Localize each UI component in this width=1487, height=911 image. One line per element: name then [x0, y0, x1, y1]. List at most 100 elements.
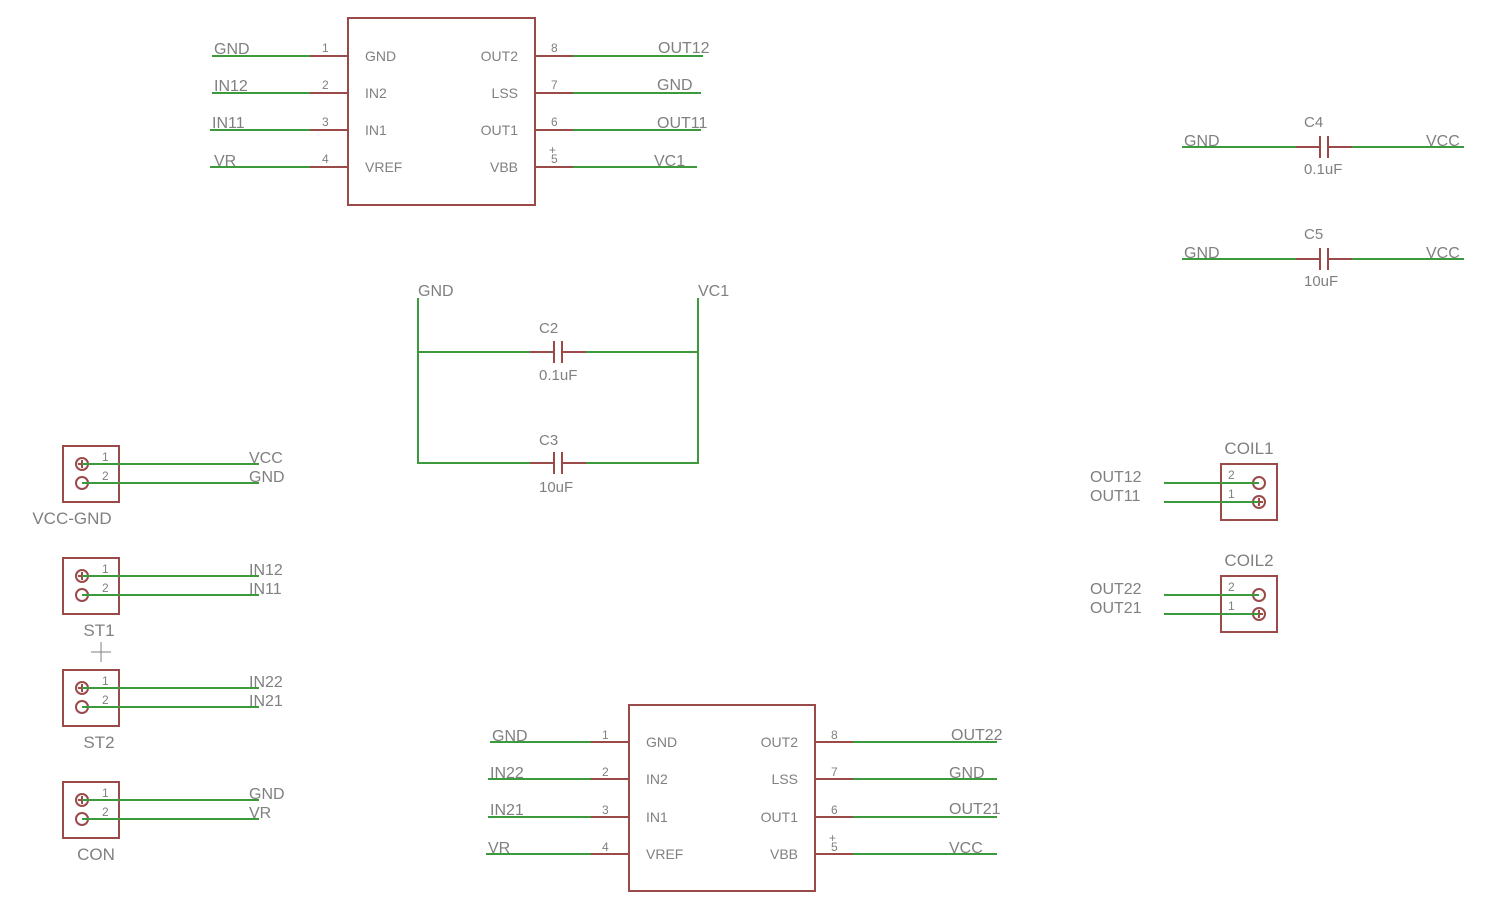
ic1-pin-name: LSS	[492, 85, 518, 101]
net-label[interactable]: GND	[418, 283, 454, 300]
ic2[interactable]: 1 2 3 4 8 7 6 5 + GND IN2 IN1 VREF OUT2 …	[486, 704, 1003, 892]
ic2-pin-number: 4	[602, 840, 609, 854]
connector-label: ST2	[83, 733, 114, 752]
pin-number: 2	[102, 693, 109, 707]
ic1-pin-number: 7	[551, 78, 558, 92]
ic1-pin-number: 3	[322, 115, 329, 129]
cap-value: 10uF	[1304, 273, 1338, 290]
ic2-pin-number: 3	[602, 803, 609, 817]
capacitor-c2[interactable]: C2 0.1uF	[530, 320, 586, 384]
net-label[interactable]: IN11	[212, 115, 245, 132]
net-label[interactable]: GND	[214, 41, 250, 58]
ic1[interactable]: 1 2 3 4 8 7 6 5 + GND IN2 IN1 VREF OUT2 …	[210, 17, 710, 206]
net-label[interactable]: OUT12	[658, 40, 710, 57]
ic2-pin-name: OUT2	[761, 734, 799, 750]
net-label[interactable]: OUT21	[1090, 600, 1142, 617]
net-label[interactable]: IN22	[490, 765, 524, 782]
cap-ref: C3	[539, 432, 558, 449]
net-label[interactable]: IN11	[249, 581, 282, 598]
ic1-pin-name: IN2	[365, 85, 387, 101]
net-label[interactable]: VC1	[654, 153, 685, 170]
net-label[interactable]: OUT12	[1090, 469, 1142, 486]
capacitor-c4[interactable]: C4 0.1uF GND VCC	[1182, 114, 1464, 178]
capacitor-c3[interactable]: C3 10uF	[530, 432, 586, 496]
net-label[interactable]: IN21	[490, 802, 524, 819]
ic1-pin-name: OUT2	[481, 48, 519, 64]
connector-label: COIL2	[1224, 551, 1273, 570]
net-label[interactable]: OUT11	[1090, 488, 1140, 505]
connector-label: VCC-GND	[32, 509, 111, 528]
ic2-pin-number: 7	[831, 765, 838, 779]
cap-ref: C2	[539, 320, 558, 337]
net-label[interactable]: GND	[1184, 245, 1220, 262]
connector-con[interactable]: 1 2 GND VR CON	[62, 781, 285, 864]
pin-number: 1	[102, 562, 109, 576]
pin-number: 1	[102, 674, 109, 688]
ic1-pin-number: 5	[551, 152, 558, 166]
connector-st2[interactable]: 1 2 IN22 IN21 ST2	[62, 669, 283, 752]
ic2-pin-number: 2	[602, 765, 609, 779]
ic1-pin-name: IN1	[365, 122, 387, 138]
net-label[interactable]: IN21	[249, 693, 283, 710]
pin-number: 2	[102, 581, 109, 595]
ic2-pin-number: 5	[831, 840, 838, 854]
ic2-pin-name: VBB	[770, 846, 798, 862]
net-label[interactable]: GND	[249, 786, 285, 803]
cap-ref: C4	[1304, 114, 1323, 131]
cap-value: 0.1uF	[1304, 161, 1342, 178]
net-label[interactable]: GND	[492, 728, 528, 745]
cap-value: 10uF	[539, 479, 573, 496]
origin-cross-icon	[91, 642, 111, 662]
ic2-pin-number: 8	[831, 728, 838, 742]
net-label[interactable]: OUT11	[657, 115, 707, 132]
ic2-body[interactable]	[628, 704, 816, 892]
net-label[interactable]: IN22	[249, 674, 283, 691]
ic1-body[interactable]	[347, 17, 536, 206]
net-label[interactable]: VR	[488, 840, 510, 857]
pin-number: 1	[1228, 487, 1235, 501]
net-label[interactable]: IN12	[214, 78, 248, 95]
connector-st1[interactable]: 1 2 IN12 IN11 ST1	[62, 557, 283, 640]
net-label[interactable]: OUT22	[1090, 581, 1142, 598]
ic2-pin-number: 1	[602, 728, 609, 742]
net-label[interactable]: IN12	[249, 562, 283, 579]
ic1-pin-name: VREF	[365, 159, 402, 175]
pin-number: 1	[102, 450, 109, 464]
net-label[interactable]: VR	[214, 153, 236, 170]
ic2-pin-name: VREF	[646, 846, 683, 862]
connector-coil2[interactable]: 2 1 OUT22 OUT21 COIL2	[1090, 551, 1278, 633]
connector-label: COIL1	[1224, 439, 1273, 458]
net-label[interactable]: OUT21	[949, 801, 1001, 818]
net-label[interactable]: VCC	[249, 450, 283, 467]
ic2-pin-number: 6	[831, 803, 838, 817]
ic1-pin-name: GND	[365, 48, 396, 64]
connector-vcc-gnd[interactable]: 1 2 VCC GND VCC-GND	[32, 445, 285, 528]
pin-number: 2	[102, 469, 109, 483]
ic1-pin-name: VBB	[490, 159, 518, 175]
net-label[interactable]: OUT22	[951, 727, 1003, 744]
net-label[interactable]: GND	[249, 469, 285, 486]
capacitor-c5[interactable]: C5 10uF GND VCC	[1182, 226, 1464, 290]
net-label[interactable]: VCC	[949, 840, 983, 857]
net-label[interactable]: VR	[249, 805, 271, 822]
connector-coil1[interactable]: 2 1 OUT12 OUT11 COIL1	[1090, 439, 1278, 521]
net-label[interactable]: VC1	[698, 283, 729, 300]
connector-label: CON	[77, 845, 115, 864]
net-label[interactable]: GND	[1184, 133, 1220, 150]
pin-number: 2	[1228, 580, 1235, 594]
ic1-pin-number: 4	[322, 152, 329, 166]
ic1-pin-number: 6	[551, 115, 558, 129]
connector-label: ST1	[83, 621, 114, 640]
net-label[interactable]: GND	[657, 77, 693, 94]
net-label[interactable]: GND	[949, 765, 985, 782]
cap-value: 0.1uF	[539, 367, 577, 384]
pin-number: 1	[102, 786, 109, 800]
ic2-pin-name: GND	[646, 734, 677, 750]
capacitor-bank-c2-c3[interactable]: GND VC1 C2 0.1uF C3 10uF	[417, 283, 729, 496]
pin-number: 2	[102, 805, 109, 819]
ic1-pin-name: OUT1	[481, 122, 519, 138]
net-label[interactable]: VCC	[1426, 133, 1460, 150]
net-label[interactable]: VCC	[1426, 245, 1460, 262]
ic2-pin-name: IN2	[646, 771, 668, 787]
